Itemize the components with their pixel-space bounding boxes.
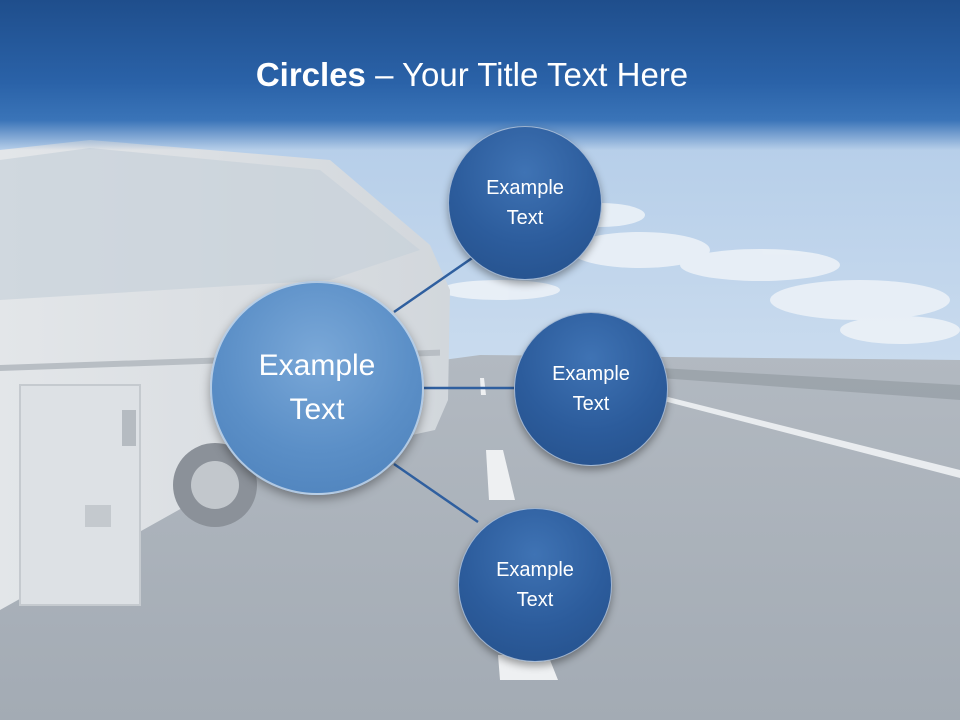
satellite-circle-2[interactable]: Example Text [514,312,668,466]
connector-1 [393,252,479,314]
guard-rail [660,368,960,400]
satellite-circle-label: Example Text [496,559,574,611]
title-bold: Circles [255,56,366,93]
satellite-circle-label: Example Text [552,363,630,415]
center-circle-label: Example Text [258,349,376,426]
slide-title: Circles – Your Title Text Here [0,52,944,98]
satellite-circle-1[interactable]: Example Text [448,126,602,280]
center-circle[interactable]: Example Text [210,281,424,495]
road-edge-line [660,395,960,478]
satellite-circle-3[interactable]: Example Text [458,508,612,662]
connector-3 [393,462,479,524]
title-rest: – Your Title Text Here [365,56,689,93]
satellite-circle-label: Example Text [486,177,564,229]
title-bar [0,0,960,150]
